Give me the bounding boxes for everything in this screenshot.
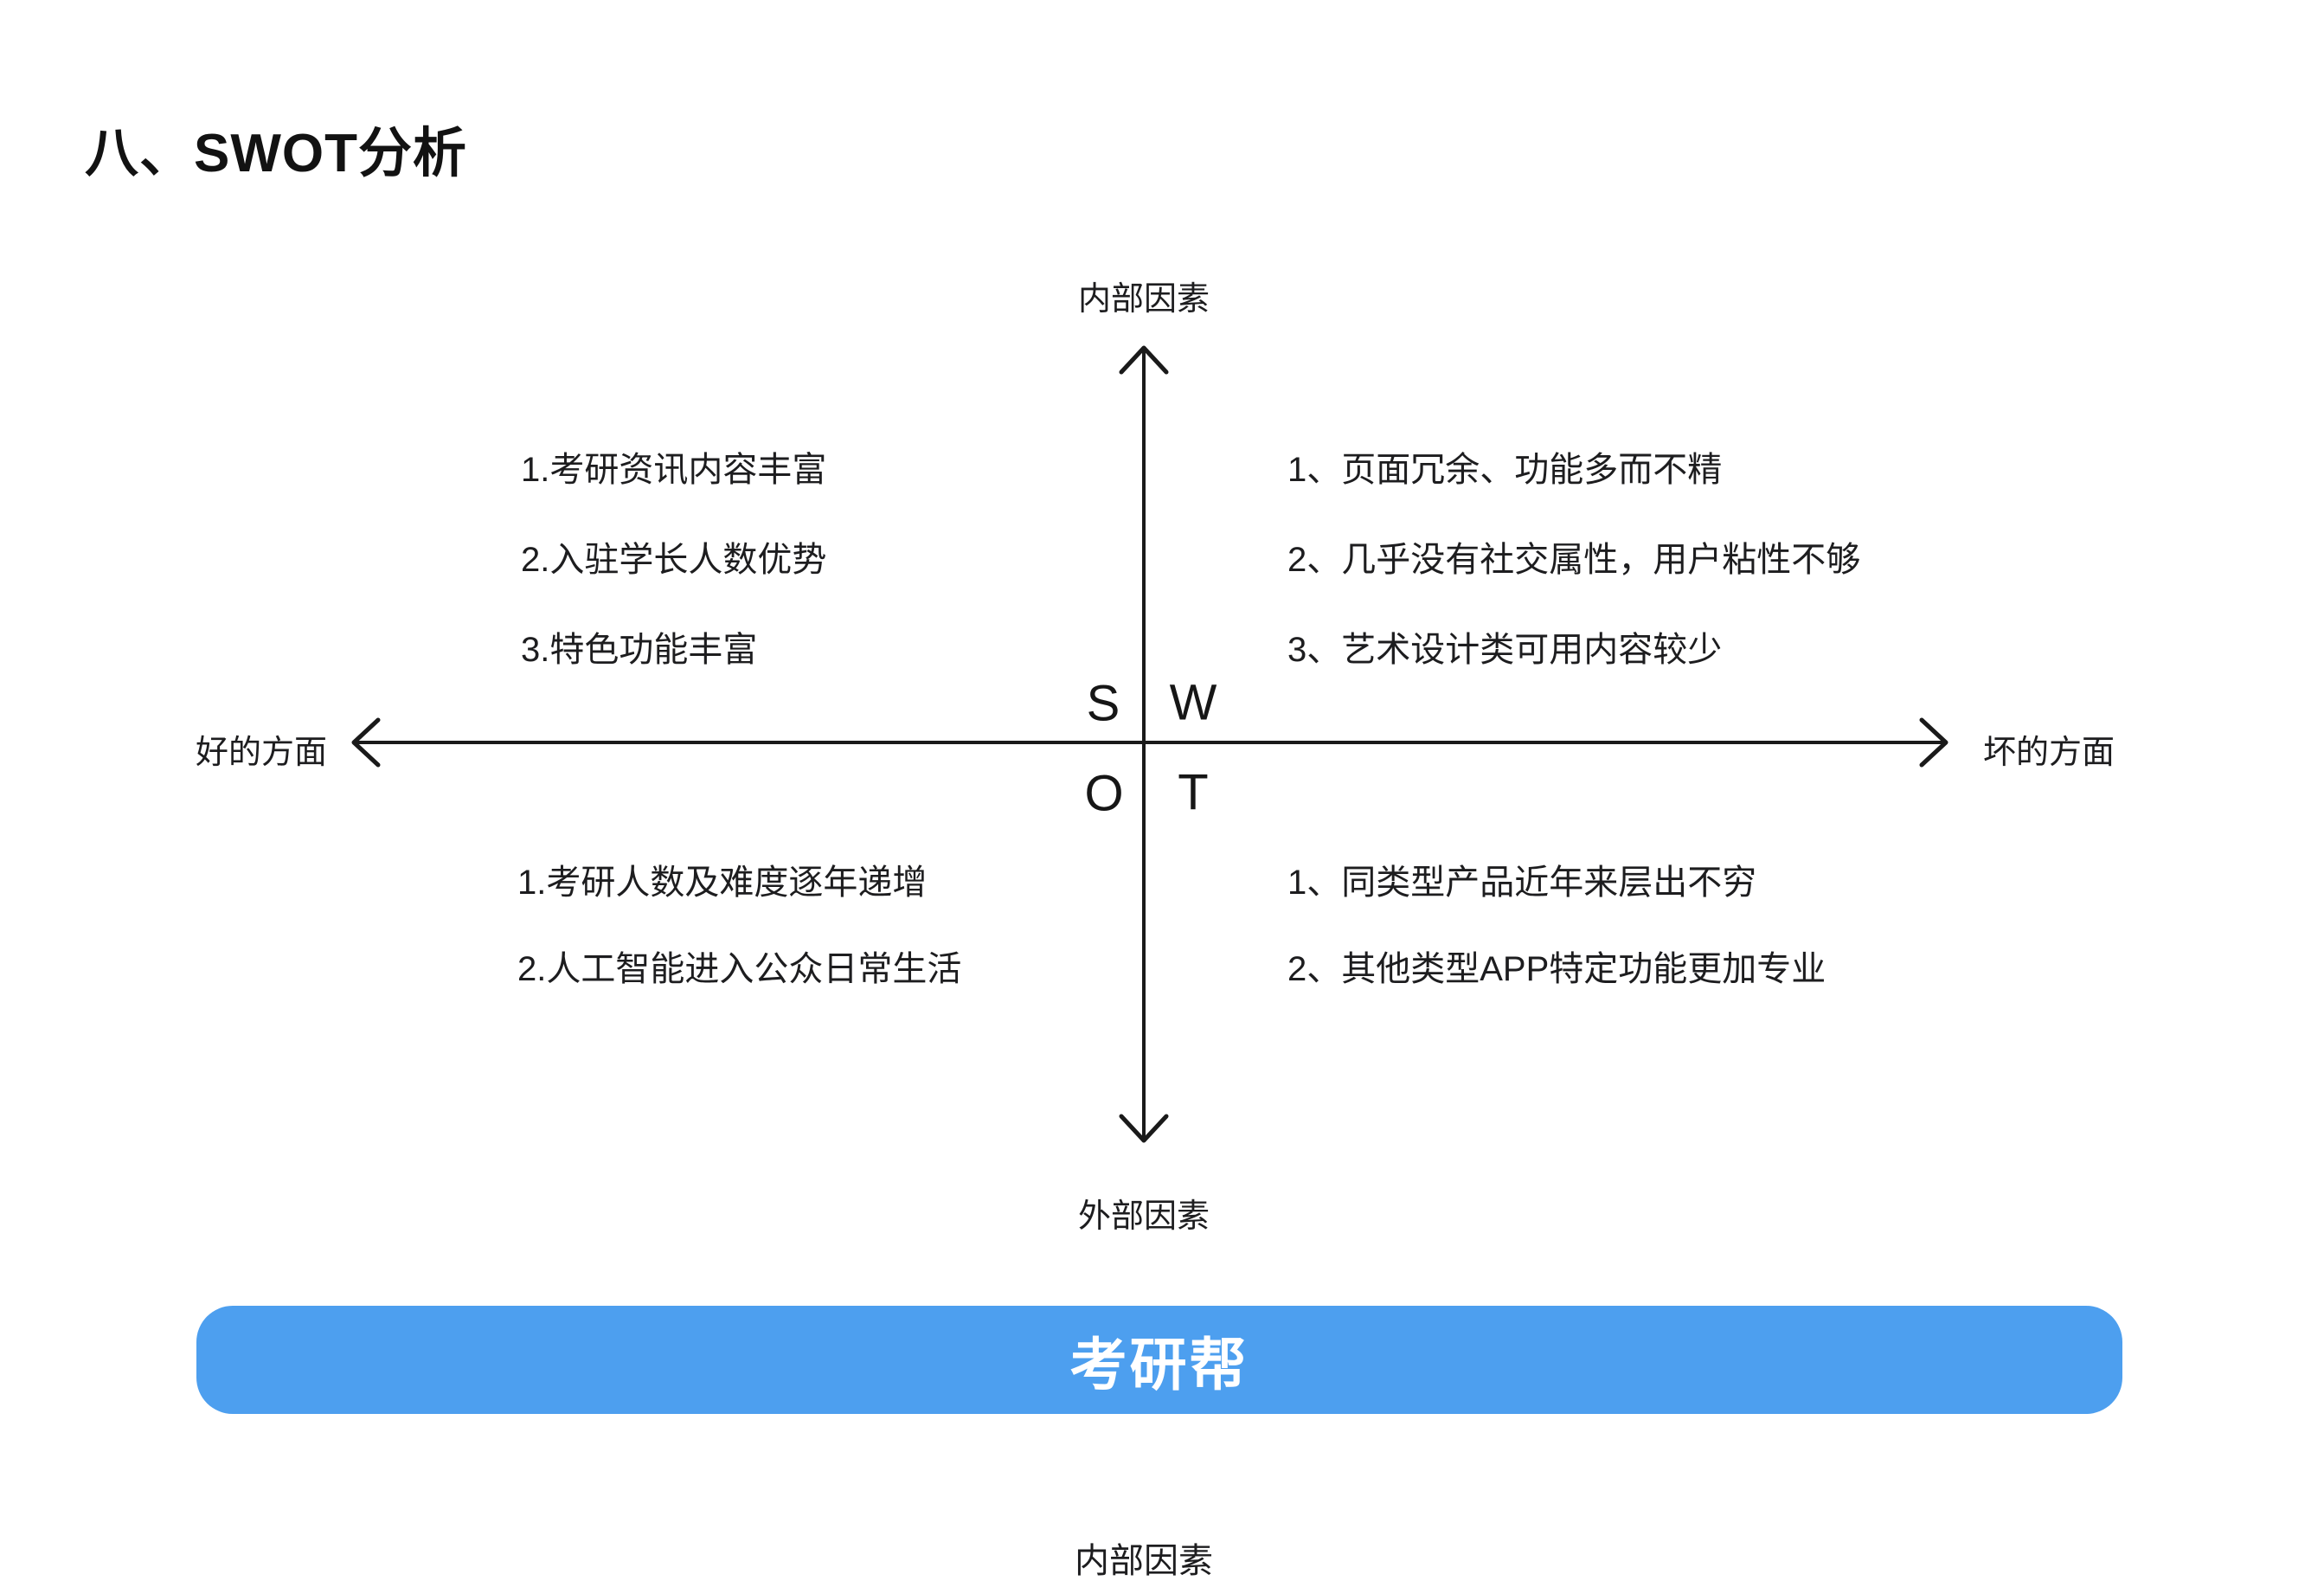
list-item: 1.考研资讯内容丰富 [521,451,827,489]
threats-list: 1、同类型产品近年来层出不穷 2、其他类型APP特定功能更加专业 [1287,839,1826,1012]
list-item: 3、艺术设计类可用内容较少 [1287,631,1723,669]
axis-label-internal-factors: 内部因素 [1077,281,1210,318]
list-item: 2.人工智能进入公众日常生活 [517,950,962,988]
kaoyanbang-banner: 考研帮 [196,1306,2122,1414]
list-item: 1.考研人数及难度逐年递增 [517,864,928,902]
list-item: 1、同类型产品近年来层出不穷 [1287,864,1757,902]
banner-label: 考研帮 [1069,1332,1249,1397]
list-item: 2.入驻学长人数优势 [521,541,827,579]
opportunities-list: 1.考研人数及难度逐年递增 2.人工智能进入公众日常生活 [517,839,961,1012]
quadrant-letter-s: S [1086,675,1120,732]
axis-label-external-factors: 外部因素 [1077,1198,1210,1235]
arrow-down-icon [1119,1114,1169,1143]
arrow-right-icon [1919,717,1948,768]
arrow-up-icon [1119,345,1169,375]
arrow-left-icon [351,717,381,768]
page-title: 八、SWOT分析 [85,124,467,183]
list-item: 2、几乎没有社交属性，用户粘性不够 [1287,541,1861,579]
quadrant-letter-o: O [1084,765,1124,822]
strengths-list: 1.考研资讯内容丰富 2.入驻学长人数优势 3.特色功能丰富 [521,425,826,695]
axis-label-bad-aspects: 坏的方面 [1983,735,2115,771]
quadrant-letter-w: W [1169,674,1217,731]
next-section-internal-factors-label: 内部因素 [1075,1542,1213,1580]
list-item: 3.特色功能丰富 [521,631,758,669]
axis-label-good-aspects: 好的方面 [196,735,328,771]
weaknesses-list: 1、页面冗余、功能多而不精 2、几乎没有社交属性，用户粘性不够 3、艺术设计类可… [1287,425,1860,695]
list-item: 1、页面冗余、功能多而不精 [1287,451,1723,489]
list-item: 2、其他类型APP特定功能更加专业 [1287,950,1826,988]
quadrant-letter-t: T [1178,764,1209,821]
